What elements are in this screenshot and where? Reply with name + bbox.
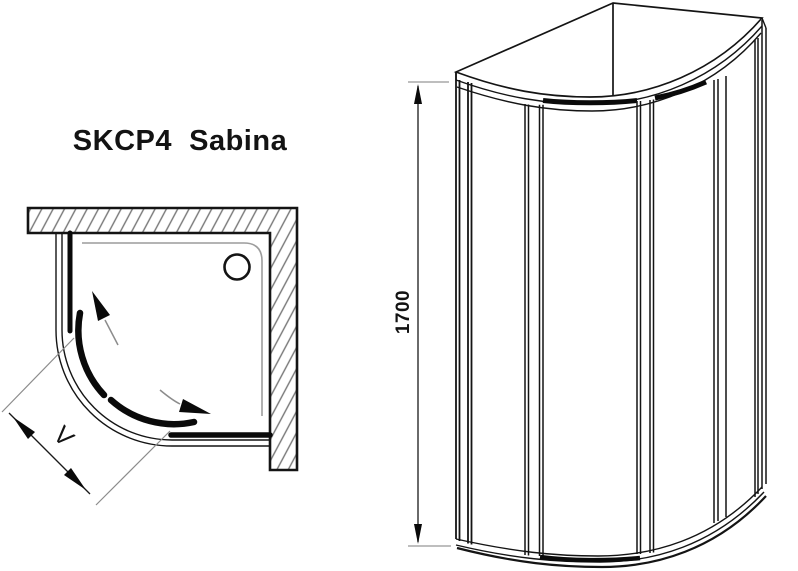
extension-line-2	[95, 430, 171, 506]
left-corner-post	[455, 72, 473, 545]
wall-section-hatched	[26, 206, 299, 472]
door-top-guide-2	[654, 79, 708, 101]
door-bottom-guide	[539, 554, 641, 563]
door-stile-pair-3	[713, 76, 727, 523]
door-direction-arrow-up	[92, 291, 119, 346]
right-corner-post	[754, 20, 767, 497]
height-dimension-label: 1700	[393, 289, 414, 335]
perspective-view-drawing	[408, 2, 767, 569]
door-stile-pair-2	[636, 99, 655, 554]
dimension-arrowhead-down	[414, 524, 422, 544]
shower-tray-outline	[82, 242, 263, 416]
door-stile-pair-1	[524, 104, 544, 556]
drawing-title: SKCP4 Sabina	[72, 125, 288, 157]
frame-profile-inner	[61, 233, 271, 441]
drain-circle	[223, 253, 251, 281]
tray-bottom-edge	[456, 495, 767, 569]
height-dimension	[408, 81, 451, 547]
door-top-guide-1	[542, 98, 638, 106]
dimension-arrowhead	[64, 468, 86, 490]
sliding-door-arc-2	[107, 396, 198, 428]
top-rail-curve-2	[456, 32, 762, 112]
door-direction-arrow-right	[159, 389, 211, 414]
cabin-top-surface	[453, 2, 764, 98]
frame-profile-outer	[55, 233, 271, 447]
sliding-door-arc-1	[75, 309, 108, 399]
plan-view-drawing	[1, 206, 299, 506]
top-edge-right	[761, 17, 767, 29]
extension-line-1	[1, 337, 75, 413]
width-dimension	[1, 337, 171, 506]
dimension-arrowhead-up	[414, 84, 422, 104]
tray-rim-curve-1	[455, 486, 763, 557]
dimension-arrowhead	[13, 417, 35, 439]
